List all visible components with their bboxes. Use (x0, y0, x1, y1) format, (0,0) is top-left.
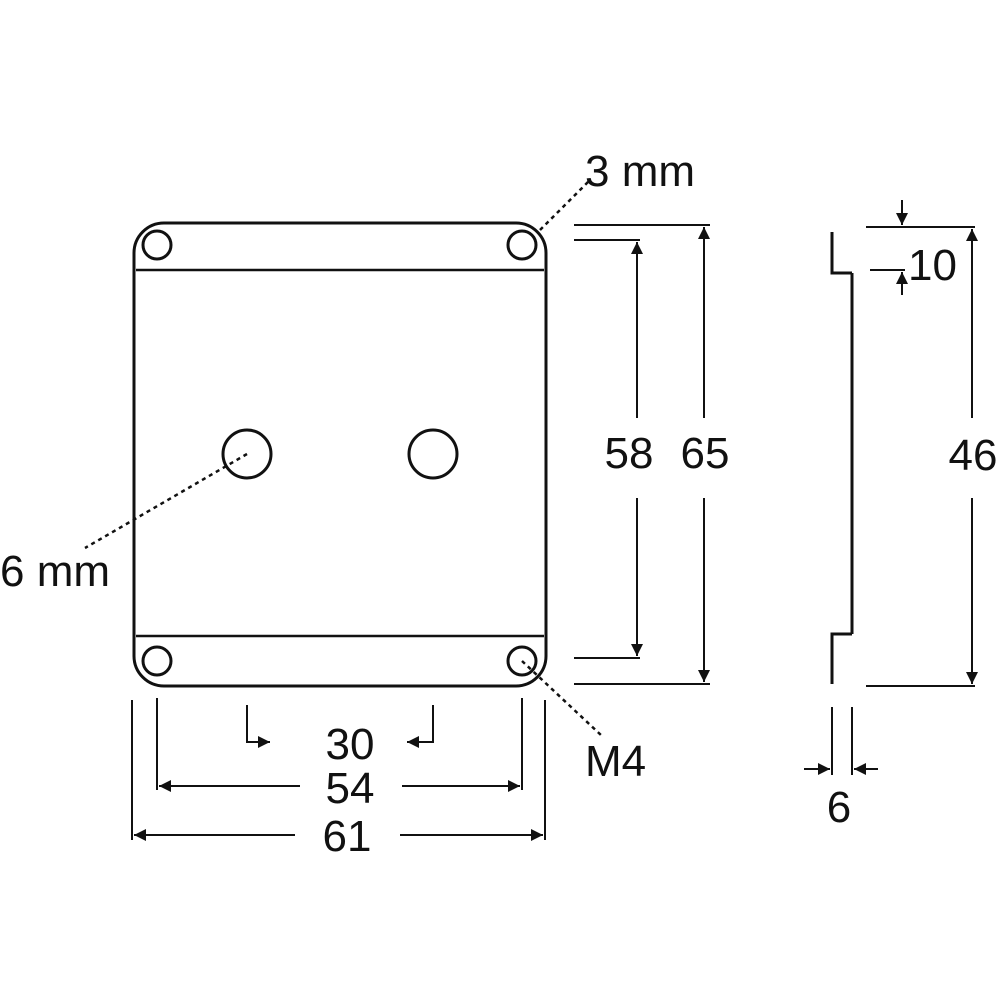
dimension-6: 6 (804, 707, 878, 832)
hole-diameter-label: 6 mm (0, 547, 110, 596)
thread-label: M4 (585, 737, 646, 786)
mount-hole-bottom-right (506, 645, 538, 677)
side-profile-left (830, 232, 852, 275)
hole-diameter-leader (84, 452, 248, 550)
dimension-46: 46 (866, 229, 998, 687)
mount-hole-bottom-left (141, 645, 173, 677)
corner-radius-label: 3 mm (585, 147, 695, 196)
mount-hole-top-left (141, 229, 173, 261)
callouts: 3 mm 6 mm M4 (0, 147, 695, 786)
dim-46-label: 46 (949, 431, 998, 480)
dim-10-label: 10 (908, 241, 957, 290)
dimension-58: 58 (574, 239, 654, 659)
dim-30-label: 30 (326, 720, 375, 769)
dim-6-label: 6 (827, 783, 851, 832)
plate-front-view (132, 221, 548, 688)
center-hole-left (221, 428, 273, 480)
center-hole-right (407, 428, 459, 480)
plate-side-view (830, 232, 854, 684)
dim-58-label: 58 (605, 429, 654, 478)
corner-radius-leader (539, 179, 591, 231)
thread-leader (521, 660, 603, 737)
dimension-61: 61 (131, 700, 546, 861)
ext-line-30-left (246, 705, 270, 748)
dimension-54: 54 (156, 698, 523, 813)
dim-54-label: 54 (326, 764, 375, 813)
dim-65-label: 65 (681, 429, 730, 478)
mount-hole-top-right (506, 229, 538, 261)
dim-61-label: 61 (323, 812, 372, 861)
plate-outline (132, 221, 548, 688)
dimension-65: 65 (574, 224, 730, 685)
ext-line-30-right (407, 705, 434, 748)
dimension-30: 30 (246, 705, 434, 769)
side-profile-bottom (830, 632, 852, 684)
dimension-10: 10 (866, 200, 975, 295)
